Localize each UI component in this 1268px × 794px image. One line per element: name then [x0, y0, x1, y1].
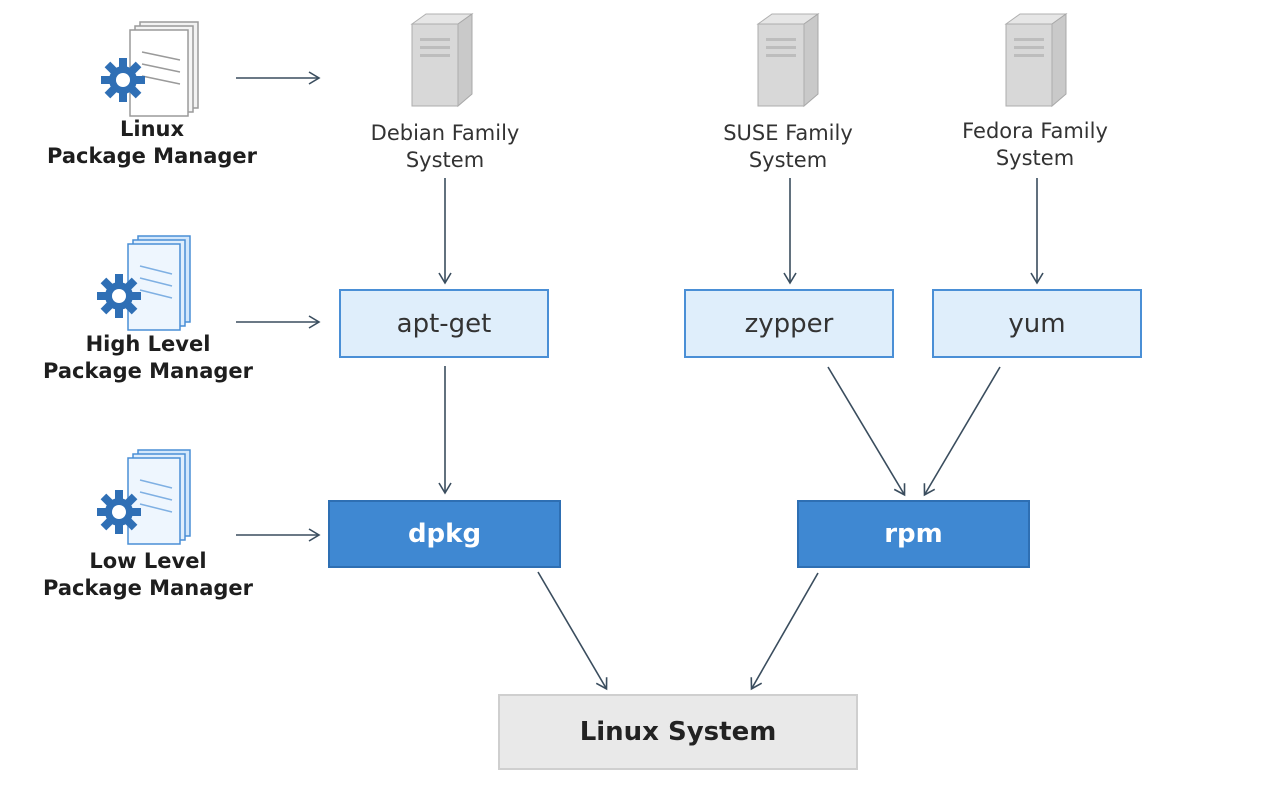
- dpkg-box: dpkg: [328, 500, 561, 568]
- label-line: Linux: [119, 117, 185, 141]
- label-line: High Level: [85, 332, 211, 356]
- zypper-box: zypper: [684, 289, 894, 358]
- label-line: SUSE Family: [723, 121, 853, 145]
- linux-system-box: Linux System: [498, 694, 858, 770]
- apt-get-label: apt-get: [396, 308, 492, 339]
- arrows: [236, 71, 1044, 691]
- arrow-yum-to-rpm: [923, 366, 1001, 497]
- arrow-dpkg-to-linux: [537, 571, 608, 691]
- linux-system-label: Linux System: [579, 717, 777, 747]
- server-icon: [411, 13, 473, 107]
- high-level-package-manager-label: High Level Package Manager: [26, 331, 270, 385]
- debian-family-label: Debian Family System: [345, 120, 545, 174]
- fedora-family-label: Fedora Family System: [935, 118, 1135, 172]
- label-line: Low Level: [89, 549, 207, 573]
- server-icon: [757, 13, 819, 107]
- gear-document-icon: [101, 21, 199, 117]
- label-line: Package Manager: [43, 576, 253, 600]
- label-line: Package Manager: [47, 144, 257, 168]
- arrow-zypper-to-rpm: [827, 366, 906, 497]
- yum-box: yum: [932, 289, 1142, 358]
- label-line: Package Manager: [43, 359, 253, 383]
- rpm-box: rpm: [797, 500, 1030, 568]
- low-level-package-manager-label: Low Level Package Manager: [26, 548, 270, 602]
- dpkg-label: dpkg: [407, 519, 482, 549]
- label-line: System: [995, 146, 1075, 170]
- gear-document-icon: [97, 235, 191, 331]
- rpm-label: rpm: [884, 519, 943, 549]
- gear-document-icon: [97, 449, 191, 545]
- linux-package-manager-label: Linux Package Manager: [30, 116, 274, 170]
- yum-label: yum: [1008, 308, 1066, 339]
- label-line: System: [748, 148, 828, 172]
- arrow-rpm-to-linux: [750, 572, 819, 691]
- label-line: System: [405, 148, 485, 172]
- suse-family-label: SUSE Family System: [688, 120, 888, 174]
- label-line: Debian Family: [370, 121, 520, 145]
- zypper-label: zypper: [744, 308, 834, 339]
- server-icon: [1005, 13, 1067, 107]
- label-line: Fedora Family: [962, 119, 1108, 143]
- apt-get-box: apt-get: [339, 289, 549, 358]
